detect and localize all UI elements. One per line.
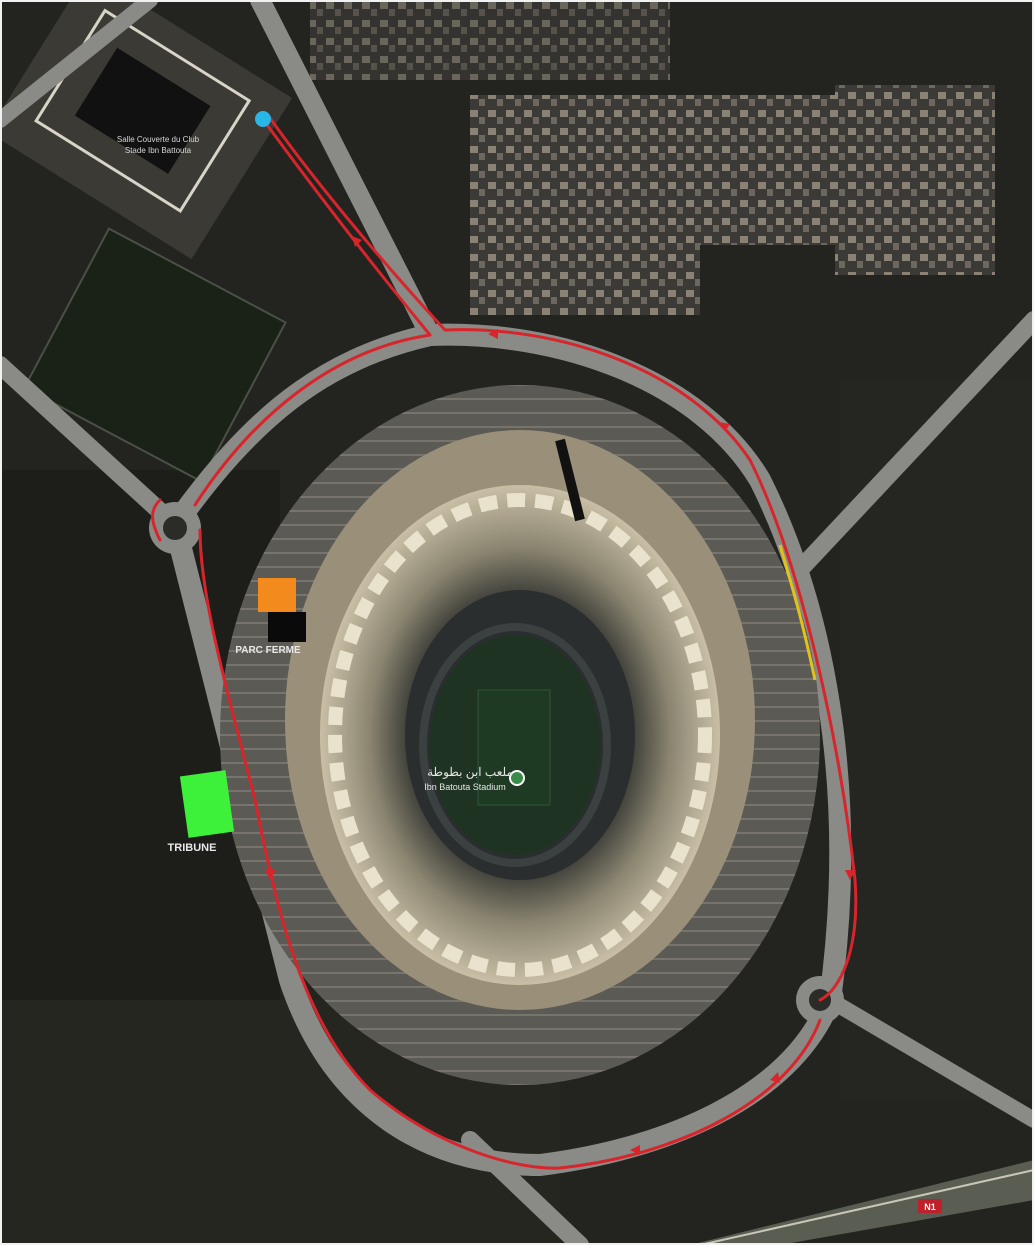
- urban-blocks-top: [310, 0, 670, 80]
- route-arrows: [265, 236, 856, 1155]
- start-point-marker[interactable]: [255, 111, 271, 127]
- urban-blocks-east: [835, 85, 995, 275]
- highway-shield-label: N1: [924, 1202, 936, 1212]
- stadium-pin-icon[interactable]: [509, 770, 525, 786]
- tribune-zone[interactable]: TRIBUNE: [168, 770, 235, 854]
- stadium-name-arabic: ملعب ابن بطوطة: [427, 765, 513, 779]
- parc-ferme-label: PARC FERME: [235, 645, 301, 656]
- secondary-route: [778, 544, 817, 681]
- sports-hall-complex: Salle Couverte du Club Stade Ibn Battout…: [0, 0, 293, 260]
- race-route: [151, 116, 858, 1170]
- highway-n1: N1: [690, 1160, 1034, 1245]
- urban-blocks-north: [470, 95, 700, 315]
- tribune-block: [179, 770, 235, 838]
- tribune-label: TRIBUNE: [168, 842, 217, 854]
- stadium: ملعب ابن بطوطة Ibn Batouta Stadium: [320, 438, 720, 985]
- urban-blocks-northeast: [695, 95, 835, 245]
- parc-ferme-zone[interactable]: PARC FERME: [235, 578, 306, 656]
- training-pitch: [23, 227, 287, 483]
- highway-shield: [918, 1199, 942, 1213]
- parc-ferme-top-block: [258, 578, 296, 612]
- parc-ferme-bottom-block: [268, 612, 306, 642]
- stadium-name-latin: Ibn Batouta Stadium: [424, 782, 506, 792]
- sports-hall-label-2: Stade Ibn Battouta: [125, 146, 192, 155]
- sports-hall-label-1: Salle Couverte du Club: [117, 135, 200, 144]
